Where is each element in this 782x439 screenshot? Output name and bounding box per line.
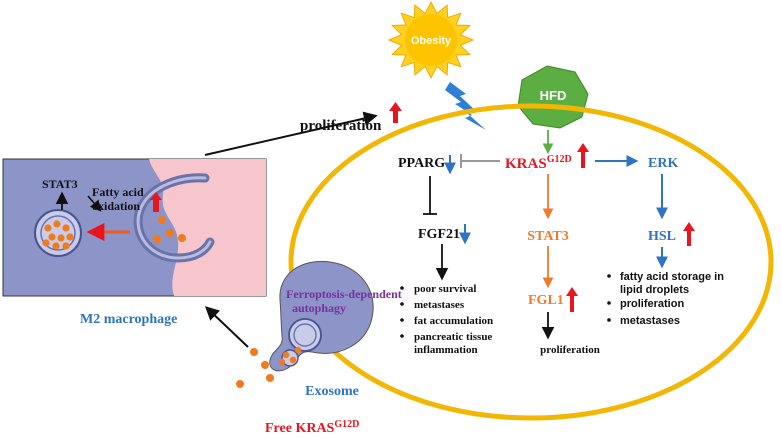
kras-label: KRASG12D [505,154,572,172]
list-item: inflammation [414,344,478,356]
cell-outline [288,103,774,421]
up-arrow-icon [389,102,402,111]
list-item: metastases [414,299,465,311]
fatty-acid-label-line2: oxidation [92,199,140,213]
up-arrow-icon [393,110,398,123]
up-arrow-icon [566,287,578,296]
proliferation-top-label: proliferation [300,118,382,134]
fatty-acid-label-line1: Fatty acid [92,185,144,199]
ferroptosis-label-line1: Ferroptosis-dependent [286,287,402,301]
obesity-label: Obesity [411,35,452,47]
list-item: poor survival [414,283,476,295]
macrophage-panel: STAT3 Fatty acid oxidation [2,158,267,297]
obesity-sun: Obesity [387,1,475,79]
ferroptosis-label-line2: autophagy [292,301,346,315]
list-item: metastases [620,315,680,327]
exosome-label: Exosome [305,384,359,399]
fgf21-effects-list: poor survival metastases fat accumulatio… [400,283,493,356]
list-item: proliferation [620,298,684,310]
fgf21-label: FGF21 [418,227,460,242]
list-item: lipid droplets [620,284,689,296]
list-item: fatty acid storage in [620,271,724,283]
up-arrow-icon [581,150,585,168]
hfd-label: HFD [540,88,567,103]
up-arrow-icon [687,229,691,246]
stat3-macrophage-label: STAT3 [42,177,78,191]
exosome [269,260,374,372]
free-kras-label: Free KRASG12D [265,419,359,436]
hsl-label: HSL [648,229,676,244]
up-arrow-icon [683,222,695,231]
lightning-bolt-icon [445,82,486,130]
hsl-effects-list: fatty acid storage in lipid droplets pro… [607,271,724,327]
up-arrow-icon [150,192,162,212]
up-arrow-icon [570,295,574,312]
pparg-label: PPARG [398,156,445,171]
hfd-node: HFD [517,65,589,129]
up-arrow-icon [577,143,589,152]
list-item: fat accumulation [414,315,493,327]
proliferation-fgl1-label: proliferation [540,344,600,356]
erk-label: ERK [648,156,678,171]
list-item: pancreatic tissue [414,331,492,343]
heptagon-shape [517,65,589,129]
stat3-cell-label: STAT3 [527,229,569,244]
m2-macrophage-label: M2 macrophage [80,312,177,327]
fgl1-label: FGL1 [528,293,564,308]
